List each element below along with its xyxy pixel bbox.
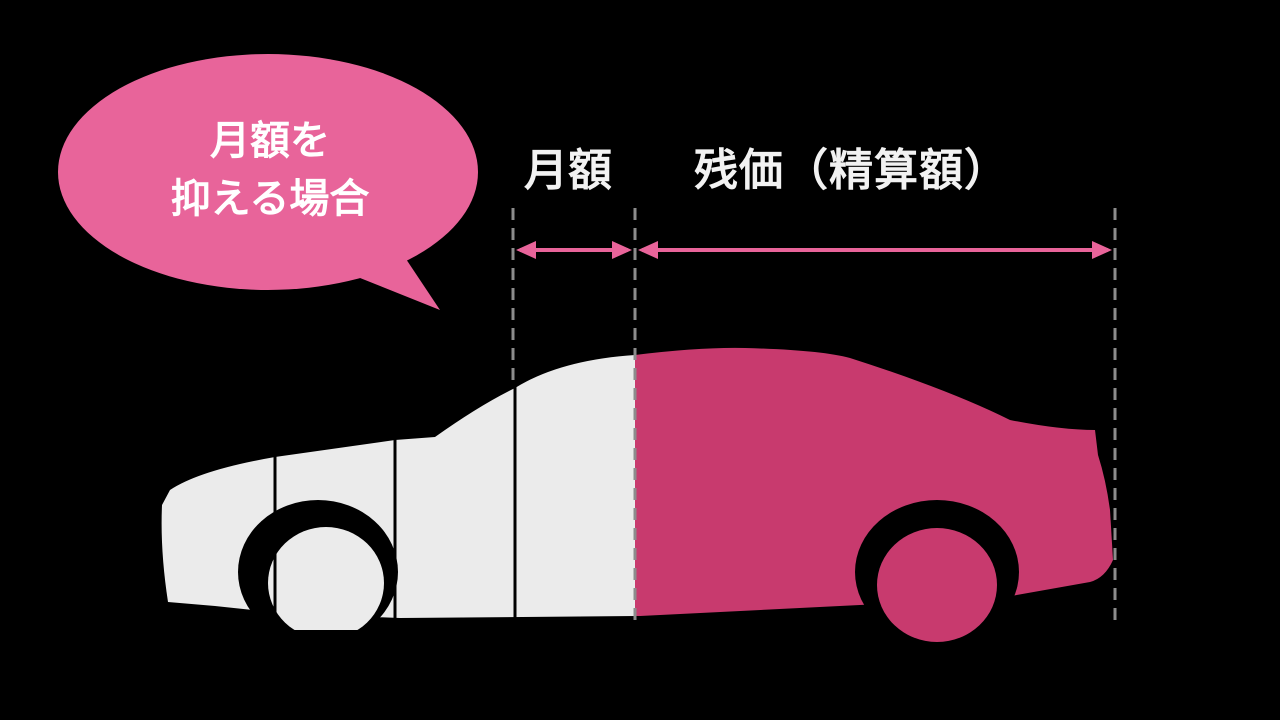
rear-wheel xyxy=(855,500,1019,644)
bubble-text: 月額を 抑える場合 xyxy=(110,112,430,228)
monthly-label: 月額 xyxy=(524,145,612,196)
speech-bubble xyxy=(58,54,478,310)
bubble-line-1: 月額を xyxy=(210,118,330,164)
residual-label: 残価（精算額） xyxy=(694,145,1009,196)
guide-lines xyxy=(511,208,1117,622)
front-wheel xyxy=(150,500,550,660)
bubble-line-2: 抑える場合 xyxy=(170,176,370,222)
span-arrows xyxy=(516,241,1112,259)
